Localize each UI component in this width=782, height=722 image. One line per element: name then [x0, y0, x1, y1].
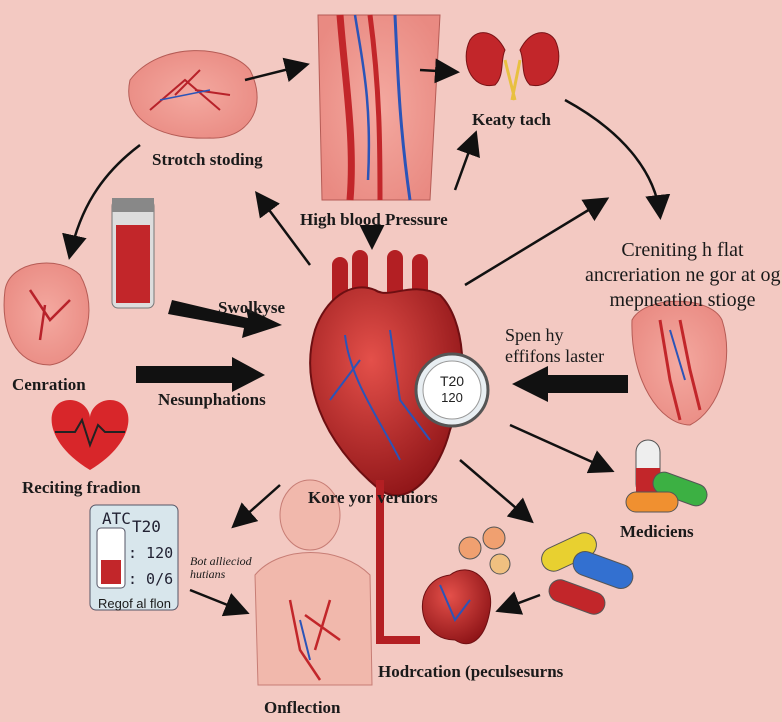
- monitor-reading-3: : 0/6: [128, 570, 173, 588]
- kidney-illustration: [465, 32, 560, 101]
- monitor-reading-2: : 120: [128, 544, 173, 562]
- pressure-gauge: [414, 352, 490, 428]
- small-heart-illustration: [422, 569, 492, 645]
- thick-arrows: [136, 300, 628, 402]
- bp-monitor-device: [89, 504, 179, 611]
- label-creating-fat-line1: Creniting h flat: [621, 239, 744, 261]
- label-spenly-line1: Spen hy: [505, 325, 564, 345]
- leg-vessels-illustration: [317, 14, 441, 201]
- label-onflection: Onflection: [264, 698, 341, 717]
- label-kore-veruiors: Kore yor veruiors: [308, 488, 438, 507]
- label-cenration: Cenration: [12, 375, 86, 394]
- label-kidney: Keaty tach: [472, 110, 551, 129]
- label-medicines: Mediciens: [620, 522, 694, 541]
- label-spenly: Spen hy effifons laster: [505, 325, 604, 367]
- label-creating-fat: Creniting h flat ancreriation ne gor at …: [585, 238, 780, 313]
- heart-ecg-icon: [51, 400, 129, 470]
- label-bot-line1: Bot allieciod: [190, 554, 252, 568]
- monitor-header: ATC: [102, 509, 131, 528]
- label-reciting-fradion: Reciting fradion: [22, 478, 141, 497]
- label-creating-fat-line2: ancreriation ne gor at og: [585, 264, 781, 286]
- connector-arrows: [62, 57, 671, 617]
- label-creating-fat-line3: mepneation stioge: [609, 289, 756, 311]
- label-nesunphations: Nesunphations: [158, 390, 266, 409]
- label-high-blood-pressure: High blood Pressure: [300, 210, 448, 229]
- label-bot-allieciod: Bot allieciod hutians: [190, 555, 252, 581]
- label-regof: Regof al flon: [98, 596, 171, 611]
- label-spenly-line2: effifons laster: [505, 346, 605, 366]
- label-bot-line2: hutians: [190, 567, 226, 581]
- pills-and-capsules: [458, 526, 634, 615]
- label-swolkyse: Swolkyse: [218, 298, 286, 317]
- label-stroke-staging: Strotch stoding: [152, 150, 263, 169]
- right-tissue-illustration: [631, 300, 728, 426]
- blood-test-tube: [111, 198, 155, 309]
- gauge-reading-2: 120: [441, 390, 463, 405]
- human-torso-illustration: [254, 479, 373, 686]
- stroke-tissue-illustration: [128, 50, 258, 139]
- label-hodrcation: Hodrcation (peculsesurns: [378, 662, 564, 681]
- tissue-cenration-illustration: [3, 262, 90, 366]
- main-heart-illustration: [309, 250, 464, 644]
- monitor-reading-1: T20: [132, 517, 161, 536]
- gauge-reading-1: T20: [440, 373, 464, 389]
- medicine-capsules: [625, 439, 708, 513]
